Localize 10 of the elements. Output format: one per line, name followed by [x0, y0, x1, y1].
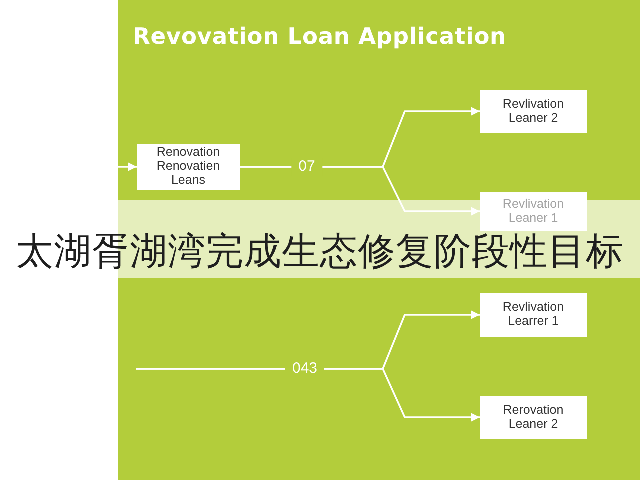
arrow: [136, 368, 480, 422]
arrow: [118, 162, 137, 172]
arrow: [240, 166, 480, 216]
caption-text: 太湖胥湖湾完成生态修复阶段性目标: [15, 233, 625, 270]
diagram-title: Revovation Loan Application: [133, 24, 506, 51]
process-box: Revlivation Leaner 1: [480, 192, 587, 231]
process-box: Rerovation Leaner 2: [480, 396, 587, 439]
process-box: Revlivation Learrer 1: [480, 293, 587, 337]
process-box: Renovation Renovatien Leans: [137, 144, 240, 190]
process-box: Revlivation Leaner 2: [480, 90, 587, 133]
